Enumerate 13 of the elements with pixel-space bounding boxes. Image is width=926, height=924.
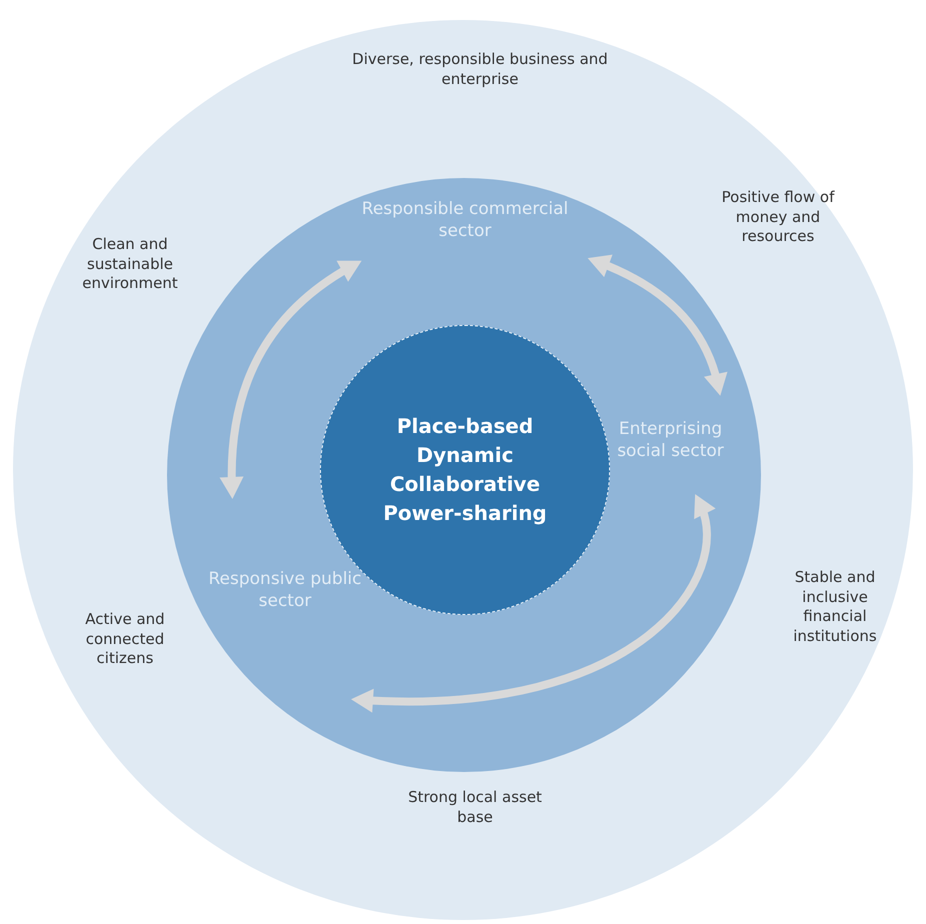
ring-label: Clean and sustainable environment xyxy=(81,235,179,294)
center-label: Place-based Dynamic Collaborative Power-sharing xyxy=(382,413,548,527)
double-arrow xyxy=(351,494,715,712)
sector-label: Responsible commercial sector xyxy=(360,198,570,242)
ring-label: Strong local asset base xyxy=(407,788,543,827)
double-arrow xyxy=(220,260,362,499)
ring-label: Positive flow of money and resources xyxy=(720,188,836,246)
ring-label: Active and connected citizens xyxy=(84,610,166,668)
sector-label: Responsive public sector xyxy=(208,568,362,612)
ring-label: Stable and inclusive financial institutions xyxy=(792,568,878,646)
sector-label: Enterprising social sector xyxy=(616,418,725,462)
double-arrow xyxy=(588,255,727,396)
ring-label: Diverse, responsible business and enterprise xyxy=(351,50,609,89)
